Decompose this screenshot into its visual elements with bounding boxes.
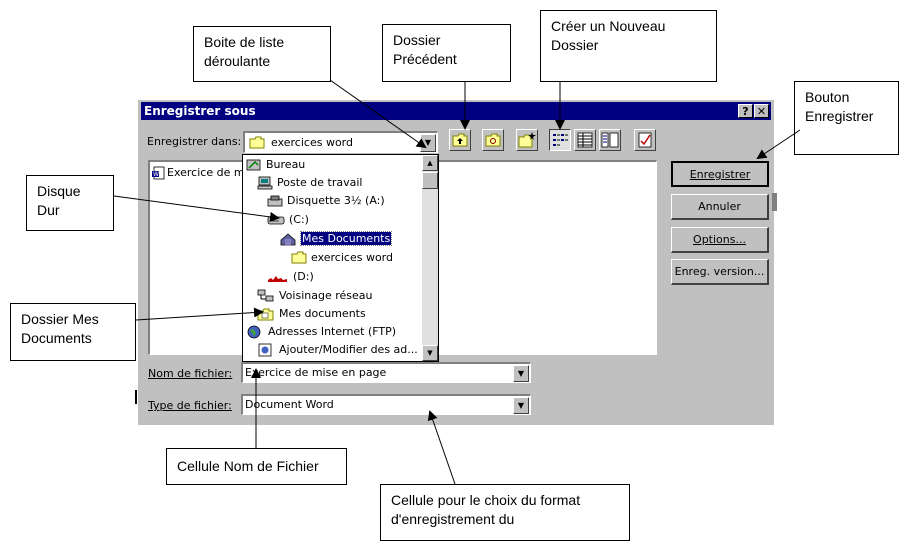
save-in-combo[interactable]: exercices word ▼ — [243, 131, 438, 153]
web-search-button[interactable] — [482, 129, 504, 151]
folder-icon — [249, 136, 265, 149]
ftp-add-icon — [258, 343, 272, 357]
save-version-button-label: Enreg. version... — [674, 265, 765, 278]
callout-format-cell: Cellule pour le choix du format d'enregi… — [380, 484, 630, 541]
tools-icon — [638, 132, 652, 148]
folder-icon — [291, 251, 307, 264]
cancel-button-label: Annuler — [698, 200, 741, 213]
dropdown-item-network[interactable]: Voisinage réseau — [257, 288, 372, 304]
scroll-down-button[interactable]: ▼ — [422, 345, 438, 361]
network-icon — [257, 289, 274, 302]
cd-drive-icon — [268, 276, 287, 282]
cancel-button[interactable]: Annuler — [671, 194, 769, 220]
properties-view-icon — [601, 132, 619, 148]
tools-button[interactable] — [634, 129, 656, 151]
arrow-my-documents — [135, 307, 264, 321]
word-document-icon: W — [152, 166, 165, 180]
stray-edge-mark — [135, 390, 137, 404]
dropdown-item-ftp[interactable]: Adresses Internet (FTP) — [246, 324, 396, 340]
desktop-icon — [246, 159, 261, 171]
dialog-title: Enregistrer sous — [144, 104, 256, 118]
computer-icon — [257, 176, 273, 190]
globe-icon — [247, 325, 261, 339]
my-documents-icon — [280, 233, 296, 246]
options-button[interactable]: Options... — [671, 227, 769, 253]
save-version-button[interactable]: Enreg. version... — [671, 259, 769, 285]
callout-dropdown-list: Boite de liste déroulante — [193, 26, 331, 82]
callout-new-folder: Créer un Nouveau Dossier — [540, 10, 717, 82]
dropdown-item-ftp-add[interactable]: Ajouter/Modifier des ad... — [257, 342, 418, 358]
new-folder-button[interactable] — [516, 129, 538, 151]
dropdown-item-desktop[interactable]: Bureau — [246, 157, 305, 173]
scroll-up-button[interactable]: ▲ — [422, 155, 438, 171]
dropdown-item-drive-d[interactable]: (D:) — [267, 269, 314, 285]
file-list-item[interactable]: W Exercice de m — [152, 166, 245, 180]
floppy-icon — [267, 195, 283, 207]
close-button[interactable]: ✕ — [754, 104, 769, 118]
new-folder-icon — [518, 132, 536, 148]
callout-save-button: Bouton Enregistrer — [794, 81, 899, 155]
filename-value: Exercice de mise en page — [245, 366, 387, 379]
save-in-dropdown-list[interactable]: Bureau Poste de travail Disquette 3½ (A:… — [242, 154, 439, 362]
callout-filename-cell: Cellule Nom de Fichier — [166, 448, 347, 485]
arrow-format-cell — [427, 410, 456, 485]
dialog-titlebar: Enregistrer sous ? ✕ — [141, 102, 771, 120]
properties-view-button[interactable] — [599, 129, 621, 151]
previous-folder-button[interactable] — [449, 129, 471, 151]
filename-label: Nom de fichier: — [148, 367, 233, 380]
save-button-label: Enregistrer — [689, 168, 751, 181]
save-button[interactable]: Enregistrer — [671, 161, 769, 187]
details-view-button[interactable] — [574, 129, 596, 151]
dropdown-item-exercices-word[interactable]: exercices word — [291, 250, 393, 266]
callout-hard-disk: Disque Dur — [26, 175, 114, 231]
details-view-icon — [577, 132, 593, 148]
list-view-icon — [553, 134, 568, 146]
scroll-thumb[interactable] — [422, 172, 438, 189]
filename-dropdown-arrow[interactable]: ▼ — [513, 365, 529, 382]
search-web-icon — [485, 133, 501, 147]
filetype-select[interactable]: Document Word ▼ — [241, 394, 531, 415]
help-button[interactable]: ? — [738, 104, 753, 118]
dropdown-item-computer[interactable]: Poste de travail — [257, 175, 362, 191]
save-in-value: exercices word — [271, 136, 353, 149]
dropdown-scrollbar[interactable]: ▲ ▼ — [422, 155, 438, 361]
stray-edge-mark — [772, 193, 777, 211]
filename-input[interactable]: Exercice de mise en page ▼ — [241, 362, 531, 383]
arrow-dropdown-list — [329, 79, 427, 149]
svg-text:W: W — [153, 171, 159, 178]
up-folder-icon — [452, 133, 468, 147]
filetype-label: Type de fichier: — [148, 399, 232, 412]
filetype-dropdown-arrow[interactable]: ▼ — [513, 397, 529, 414]
filetype-value: Document Word — [245, 398, 334, 411]
callout-my-documents: Dossier Mes Documents — [10, 303, 136, 361]
arrow-save-button — [756, 129, 801, 160]
dropdown-item-floppy[interactable]: Disquette 3½ (A:) — [267, 193, 385, 209]
dropdown-item-my-documents-selected[interactable]: Mes Documents — [279, 231, 393, 247]
save-in-label: Enregistrer dans: — [147, 135, 242, 148]
options-button-label: Options... — [693, 233, 746, 246]
callout-previous-folder: Dossier Précédent — [382, 24, 511, 82]
arrow-hard-disk — [113, 195, 280, 222]
